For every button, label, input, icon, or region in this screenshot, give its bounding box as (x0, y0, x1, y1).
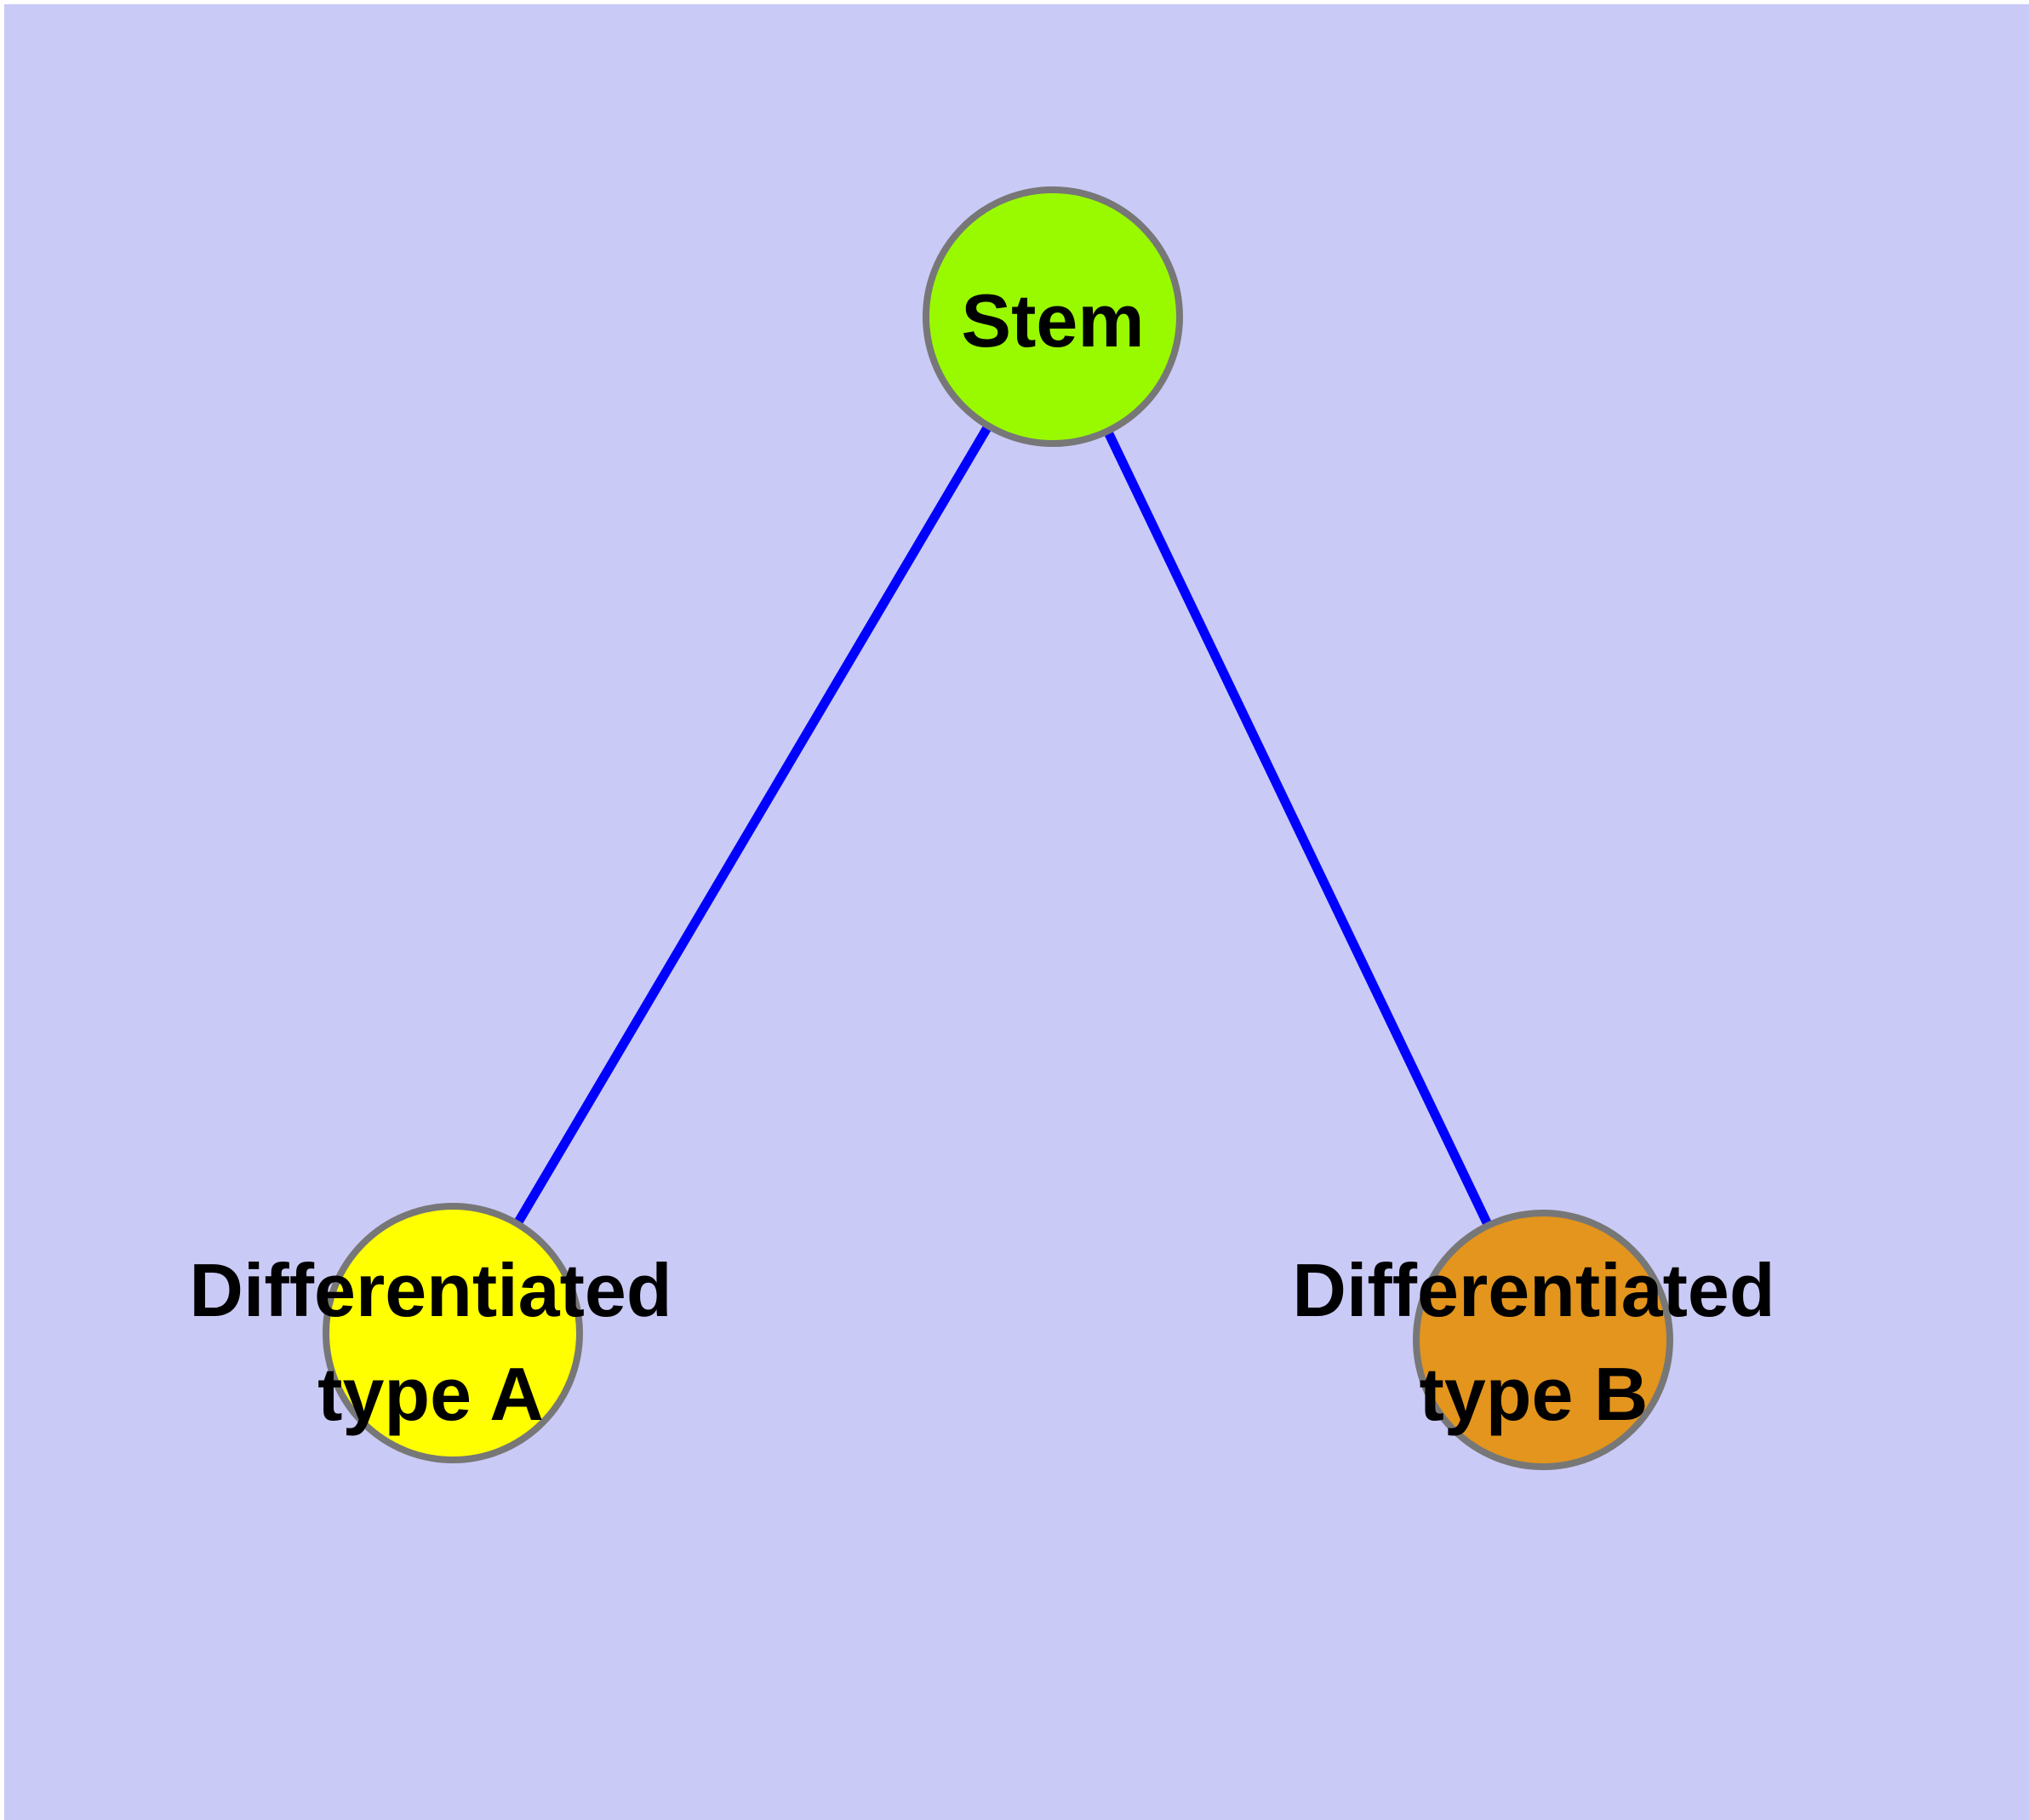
node-stem (923, 186, 1183, 447)
node-differentiated-type-a (323, 1203, 583, 1463)
node-stem-label: Stem (961, 278, 1144, 363)
edge-stem-to-type-a (449, 314, 1057, 1336)
node-differentiated-type-a-label-line2: type A (317, 1352, 544, 1436)
node-differentiated-type-b-label-line2: type B (1420, 1352, 1649, 1436)
edge-stem-to-type-b (1049, 314, 1547, 1342)
node-differentiated-type-a-label-line1: Differentiated (189, 1248, 672, 1332)
node-differentiated-type-b-label-line1: Differentiated (1292, 1248, 1775, 1332)
node-differentiated-type-b (1413, 1210, 1673, 1470)
